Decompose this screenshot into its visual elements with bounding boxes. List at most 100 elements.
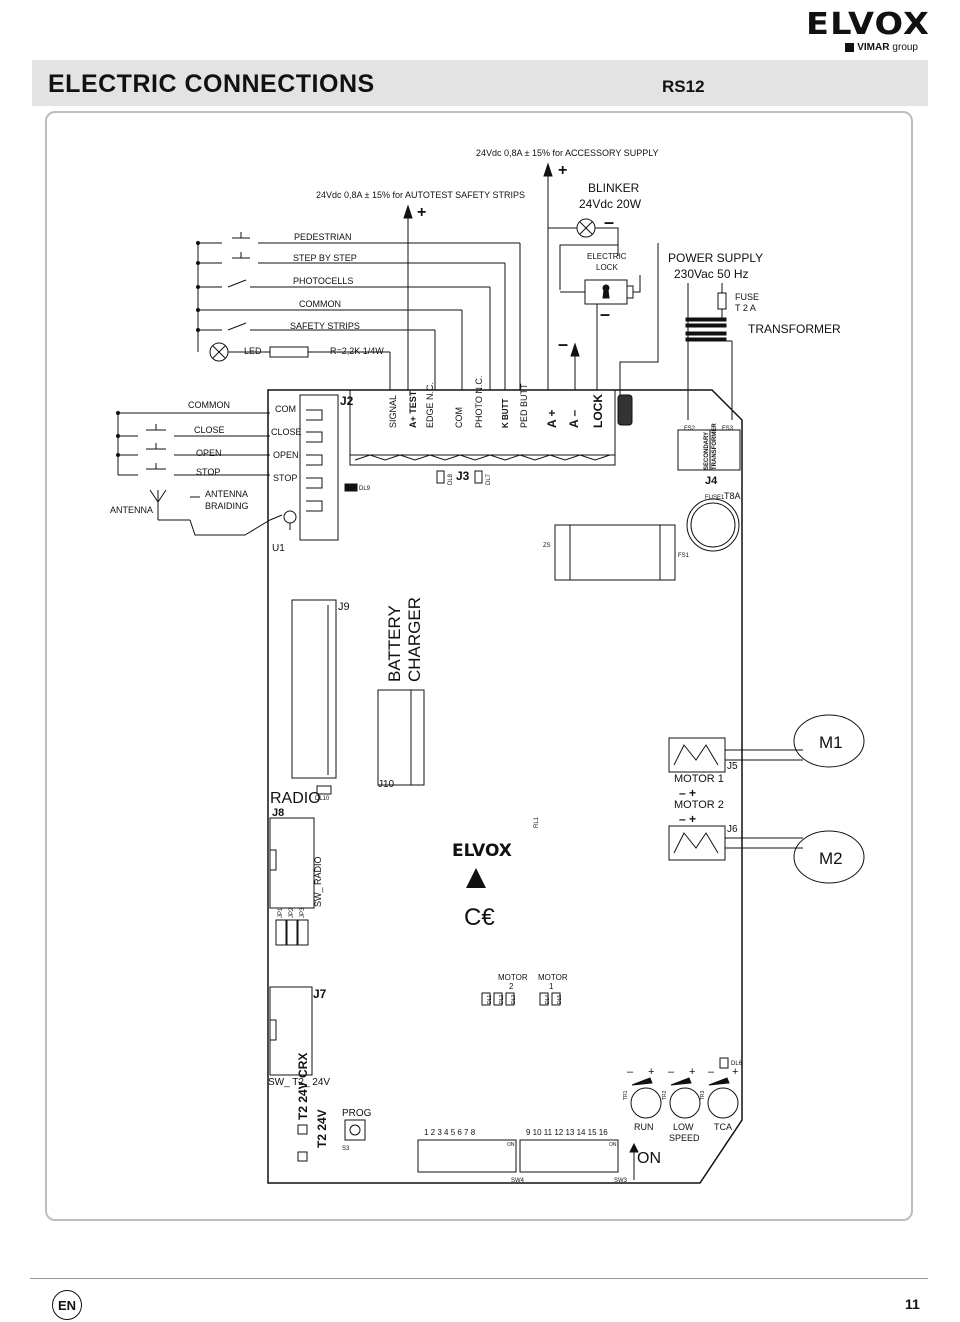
label-board-trimmers-0: TR1	[623, 1090, 629, 1100]
label-left_side-open: OPEN	[196, 448, 222, 458]
label-board-trimmers-2: TR3	[700, 1090, 706, 1100]
label-board-dl10: DL10	[315, 796, 330, 802]
fuse-spec: T 2 A	[735, 303, 756, 313]
label-top-plus: +	[689, 1066, 695, 1078]
blinker-minus: –	[604, 212, 614, 232]
label-board-j10: J10	[378, 779, 395, 790]
label-board-j2_terminals-9: LOCK	[591, 394, 605, 428]
language-badge: EN	[52, 1290, 82, 1320]
label-board-dl6: DL6	[731, 1061, 743, 1067]
label-board-prog: PROG	[342, 1108, 372, 1119]
page-number: 11	[905, 1296, 920, 1312]
label-board-fs1: FS1	[678, 553, 690, 559]
brand-sub: VIMAR group	[806, 42, 918, 53]
label-board-polarity: – +	[679, 812, 696, 826]
label-board-dl_labels-0: DL1	[487, 995, 493, 1004]
label-board-fuse1: FUSE1	[705, 495, 725, 501]
battery-charger-labels: J9 BATTERY CHARGER J10 RADIO DL10 J8 SW_…	[270, 597, 540, 907]
power-spec: 230Vac 50 Hz	[674, 267, 749, 281]
brand-name: ELVOX	[806, 7, 931, 42]
label-top-minus: –	[627, 1066, 634, 1078]
trimmer-speed-icon	[669, 1087, 701, 1119]
blinker-spec: 24Vdc 20W	[579, 197, 642, 211]
brand-logo: ELVOX VIMAR group	[806, 10, 929, 54]
jp-labels: JP1 JP2 JP3	[278, 907, 306, 918]
label-board-jp_labels-2: JP3	[300, 907, 306, 918]
label-left_side-antenna_braiding_1: ANTENNA	[205, 489, 248, 499]
label-board-motor_leds_1: MOTOR	[538, 973, 568, 982]
blinker-label: BLINKER	[588, 181, 640, 195]
label-board-sw_radio: SW_ RADIO	[313, 856, 323, 907]
battery-charger-area	[291, 599, 425, 795]
label-left_side-stop: STOP	[196, 467, 220, 477]
autotest-plus: +	[417, 204, 426, 221]
input-wiring	[196, 232, 521, 390]
label-left_side-antenna: ANTENNA	[110, 505, 153, 515]
supply-minus: –	[558, 334, 568, 354]
motor-m1-icon	[793, 714, 865, 768]
transformer-label: TRANSFORMER	[748, 322, 841, 336]
label-board-on: ON	[609, 1142, 617, 1148]
top-labels: 24Vdc 0,8A ± 15% for ACCESSORY SUPPLY 24…	[244, 148, 841, 356]
j4-labels: FS2 FS3 SECONDARY TRANSFORMER J4 FUSE1 T…	[543, 423, 741, 559]
j7-labels: J7 SW_ T2_ 24V T2 24V CRX T2 24V PROG S3	[268, 987, 372, 1152]
step-by-step-label: STEP BY STEP	[293, 253, 357, 263]
label-board-t2_24v: T2 24V	[315, 1109, 329, 1148]
label-board-j5: J5	[727, 761, 738, 772]
label-board-j8: J8	[272, 807, 284, 819]
label-board-j2: J2	[340, 394, 354, 408]
safety-strips-label: SAFETY STRIPS	[290, 321, 360, 331]
electric-label: ELECTRIC	[587, 252, 627, 261]
label-board-m2: M2	[819, 849, 843, 868]
trimmer-run-icon	[630, 1087, 662, 1119]
supply-arrows	[403, 162, 580, 390]
label-board-dl_labels-3: DL4	[545, 995, 551, 1004]
j4-area	[554, 429, 741, 581]
vimar-label: VIMAR	[857, 42, 890, 53]
resistor-label: R=2,2K 1/4W	[330, 346, 384, 356]
label-board-radio: RADIO	[270, 790, 321, 807]
label-top-minus: –	[708, 1066, 715, 1078]
label-top-plus: +	[648, 1066, 654, 1078]
accessory-supply-label: 24Vdc 0,8A ± 15% for ACCESSORY SUPPLY	[476, 148, 659, 158]
label-board-u1_labels-3: STOP	[273, 473, 297, 483]
label-left_side-common: COMMON	[188, 400, 230, 410]
label-board-on: ON	[507, 1142, 515, 1148]
label-top-plus: +	[732, 1066, 738, 1078]
label-board-j4: J4	[705, 475, 718, 487]
power-wiring	[619, 243, 733, 420]
label-board-speed: SPEED	[669, 1133, 700, 1143]
label-board-u1: U1	[272, 543, 285, 554]
diagram-frame	[45, 111, 913, 1221]
label-board-j2_terminals-7: A +	[545, 409, 559, 428]
power-supply-label: POWER SUPPLY	[668, 251, 763, 265]
footer-rule	[30, 1278, 928, 1279]
j2-terminal-labels: SIGNAL A+ TEST EDGE N.C. COM PHOTO N.C. …	[388, 376, 605, 428]
label-board-t2_crx: T2 24V CRX	[296, 1053, 310, 1120]
dip-switch-labels: 1 2 3 4 5 6 7 8 9 10 11 12 13 14 15 16 O…	[424, 1128, 661, 1184]
label-board-run: RUN	[634, 1122, 654, 1132]
label-board-tca: TCA	[714, 1122, 732, 1132]
label-board-secondary_transformer_1: SECONDARY	[704, 432, 710, 470]
board-brand-logo: ELVOX	[452, 841, 512, 861]
label-board-j2_terminals-4: PHOTO N.C.	[474, 376, 484, 428]
label-top-minus: –	[668, 1066, 675, 1078]
left-side-wiring	[116, 411, 283, 536]
ce-mark-icon: C€	[464, 904, 495, 931]
label-board-j2_terminals-2: EDGE N.C.	[425, 382, 435, 428]
label-board-j9: J9	[338, 601, 350, 613]
j8-connector	[269, 817, 315, 946]
trimmer-labels: – + – + – + DL6 TR1 TR2 TR3 RUN LOW SPEE…	[623, 1061, 743, 1143]
j7-connector	[269, 986, 366, 1162]
common-input-label: COMMON	[299, 299, 341, 309]
label-board-m1: M1	[819, 733, 843, 752]
label-left_side-close: CLOSE	[194, 425, 225, 435]
vimar-square-icon	[845, 43, 855, 52]
label-board-j6: J6	[727, 824, 738, 835]
label-board-dl_labels-2: DL3	[511, 995, 517, 1004]
board-outline	[267, 389, 743, 1184]
left-side-labels: COMMON CLOSE OPEN STOP ANTENNA BRAIDING …	[110, 400, 249, 515]
label-board-motor_leds_1n: 1	[549, 982, 554, 991]
label-left_side-antenna_braiding_2: BRAIDING	[205, 501, 249, 511]
